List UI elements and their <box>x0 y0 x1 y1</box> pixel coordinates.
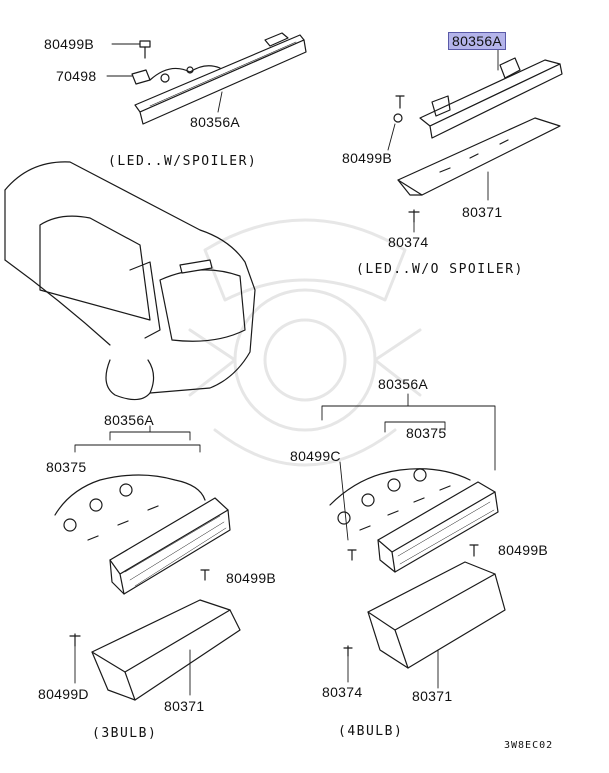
caption-led-with-spoiler: (LED..W/SPOILER) <box>108 154 258 169</box>
sockets-80375-left[interactable] <box>54 474 206 541</box>
part-label-80375-left[interactable]: 80375 <box>46 459 87 475</box>
sockets-80375-right[interactable] <box>329 468 471 531</box>
part-label-80371-left[interactable]: 80371 <box>164 698 205 714</box>
grommet-70498[interactable] <box>131 69 151 85</box>
part-label-80356a-highlighted[interactable]: 80356A <box>448 32 507 50</box>
part-label-80499b-right4[interactable]: 80499B <box>498 542 549 558</box>
part-label-80374-bottom[interactable]: 80374 <box>322 684 363 700</box>
part-label-80499b-right[interactable]: 80499B <box>342 150 393 166</box>
part-label-80371-right[interactable]: 80371 <box>462 204 503 220</box>
part-label-80499b-top[interactable]: 80499B <box>44 36 95 52</box>
part-label-80356a-right4[interactable]: 80356A <box>378 376 429 392</box>
cover-80371-bottom[interactable] <box>367 561 506 669</box>
diagram-code: 3W8EC02 <box>504 740 554 751</box>
bolt-80499b-top[interactable] <box>139 40 151 59</box>
led-lamp-no-spoiler[interactable] <box>419 57 563 139</box>
lamp-assy-3bulb[interactable] <box>109 497 231 595</box>
cover-80371-left[interactable] <box>91 599 241 701</box>
caption-4bulb: (4BULB) <box>338 724 404 739</box>
part-label-80374-right[interactable]: 80374 <box>388 234 429 250</box>
part-label-80499b-left[interactable]: 80499B <box>226 570 277 586</box>
led-lamp-with-spoiler[interactable] <box>134 32 307 125</box>
lamp-assy-4bulb[interactable] <box>377 481 499 573</box>
caption-3bulb: (3BULB) <box>92 726 158 741</box>
watermark-emblem <box>188 218 422 467</box>
part-label-80499d[interactable]: 80499D <box>38 686 89 702</box>
part-label-80356a-left[interactable]: 80356A <box>104 412 155 428</box>
part-label-70498[interactable]: 70498 <box>56 68 97 84</box>
cover-80371-right[interactable] <box>397 117 561 196</box>
part-label-80356a-top[interactable]: 80356A <box>190 114 241 130</box>
part-label-80499c[interactable]: 80499C <box>290 448 341 464</box>
caption-led-without-spoiler: (LED..W/O SPOILER) <box>356 262 524 277</box>
part-label-80371-bottom[interactable]: 80371 <box>412 688 453 704</box>
vehicle-outline <box>4 161 256 401</box>
part-label-80375-right4[interactable]: 80375 <box>406 425 447 441</box>
